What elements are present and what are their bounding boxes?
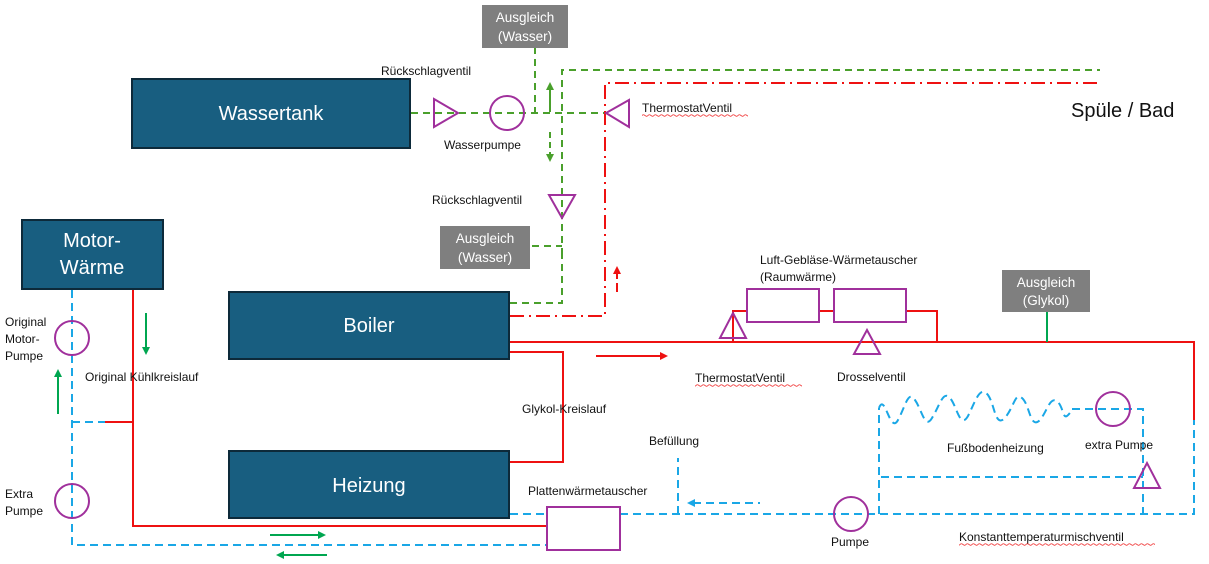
wassertank-label: Wassertank	[219, 103, 325, 125]
heizung-label: Heizung	[332, 475, 405, 497]
flow-arrowhead-left	[276, 551, 284, 559]
label-original-motor-pump-3: Pumpe	[5, 349, 43, 363]
floor-heating-return	[1072, 408, 1144, 514]
label-fan-exchanger-1: Luft-Gebläse-Wärmetauscher	[760, 253, 917, 267]
label-check-valve-top: Rückschlagventil	[381, 64, 471, 78]
hot-water-circuit	[510, 82, 1100, 317]
label-plate-exchanger: Plattenwärmetauscher	[528, 484, 647, 498]
label-pump: Pumpe	[831, 535, 869, 549]
label-water-pump: Wasserpumpe	[444, 138, 521, 152]
coolant-pipe-left	[71, 290, 548, 546]
expansion-water-top[interactable]	[482, 5, 568, 48]
coolant-circuit	[54, 290, 1195, 559]
expansion-glycol-label-1: Ausgleich	[1017, 275, 1076, 290]
hot-water-pipe	[510, 82, 1100, 317]
label-thermostat-valve-top: ThermostatVentil	[642, 101, 732, 115]
pump-icon[interactable]	[833, 496, 869, 532]
coolant-flow-arrowhead	[687, 499, 695, 507]
glycol-circuit	[105, 290, 1195, 527]
expansion-glycol-label-2: (Glykol)	[1023, 293, 1070, 308]
motor-coolant-pipe	[132, 290, 548, 527]
check-valve-mid-icon[interactable]	[547, 194, 577, 221]
motor-waerme-label-2: Wärme	[60, 257, 124, 279]
flow-arrowhead-up	[546, 82, 554, 90]
label-original-motor-pump-1: Original	[5, 315, 46, 329]
hot-water-arrowhead	[613, 266, 621, 274]
flow-arrowhead-motor-up	[54, 369, 62, 377]
expansion-water-mid[interactable]	[440, 226, 530, 269]
extra-pump-right-icon[interactable]	[1095, 391, 1131, 427]
fan-heat-exchanger-1[interactable]	[746, 288, 820, 323]
label-original-coolant-circuit: Original Kühlkreislauf	[85, 370, 199, 384]
label-extra-pump-left-2: Pumpe	[5, 504, 43, 518]
plate-heat-exchanger[interactable]	[546, 506, 621, 551]
boiler-label: Boiler	[343, 315, 394, 337]
label-extra-pump-left-1: Extra	[5, 487, 33, 501]
label-sink-bath: Spüle / Bad	[1071, 100, 1174, 122]
extra-pump-left-icon[interactable]	[54, 483, 90, 519]
heizung-box[interactable]	[228, 450, 510, 519]
flow-arrowhead-motor-down	[142, 347, 150, 355]
throttle-valve-icon[interactable]	[852, 327, 882, 355]
expansion-water-top-label-2: (Wasser)	[498, 29, 552, 44]
label-fan-exchanger-2: (Raumwärme)	[760, 270, 836, 284]
label-original-motor-pump-2: Motor-	[5, 332, 40, 346]
label-check-valve-mid: Rückschlagventil	[432, 193, 522, 207]
check-valve-top-icon[interactable]	[433, 97, 460, 129]
glycol-pipe-main	[510, 341, 1195, 420]
water-pipe-boiler	[510, 255, 563, 304]
thermostat-valve-top-icon[interactable]	[604, 98, 630, 129]
label-throttle-valve: Drosselventil	[837, 370, 906, 384]
motor-waerme-label-1: Motor-	[63, 230, 121, 252]
flow-arrowhead-right	[318, 531, 326, 539]
expansion-water-top-label-1: Ausgleich	[496, 10, 555, 25]
thermostat-valve-mid-icon[interactable]	[718, 310, 748, 339]
original-motor-pump-icon[interactable]	[54, 320, 90, 356]
mixing-valve-icon[interactable]	[1132, 460, 1162, 489]
expansion-water-mid-label-1: Ausgleich	[456, 231, 515, 246]
flow-arrowhead-down	[546, 154, 554, 162]
fan-heat-exchanger-2[interactable]	[833, 288, 907, 323]
label-thermostat-valve-mid: ThermostatVentil	[695, 371, 785, 385]
glycol-pipe-heizung	[510, 351, 564, 463]
expansion-glycol[interactable]	[1002, 270, 1090, 312]
boiler-box[interactable]	[228, 291, 510, 360]
label-glycol-circuit: Glykol-Kreislauf	[522, 402, 607, 416]
water-circuit	[411, 47, 1100, 304]
label-floor-heating: Fußbodenheizung	[947, 441, 1044, 455]
motor-waerme-box[interactable]	[21, 219, 164, 290]
expansion-water-mid-label-2: (Wasser)	[458, 250, 512, 265]
water-pipe-to-sink	[561, 69, 1100, 255]
wassertank-box[interactable]	[131, 78, 411, 149]
fan-bypass-right	[906, 310, 938, 342]
floor-heating-coil	[878, 390, 1073, 425]
label-filling: Befüllung	[649, 434, 699, 448]
glycol-flow-arrowhead	[660, 352, 668, 360]
label-extra-pump-right: extra Pumpe	[1085, 438, 1153, 452]
water-pump-icon[interactable]	[489, 95, 525, 131]
label-mixing-valve: Konstanttemperaturmischventil	[959, 530, 1124, 544]
coolant-pipe-main	[620, 420, 1195, 515]
